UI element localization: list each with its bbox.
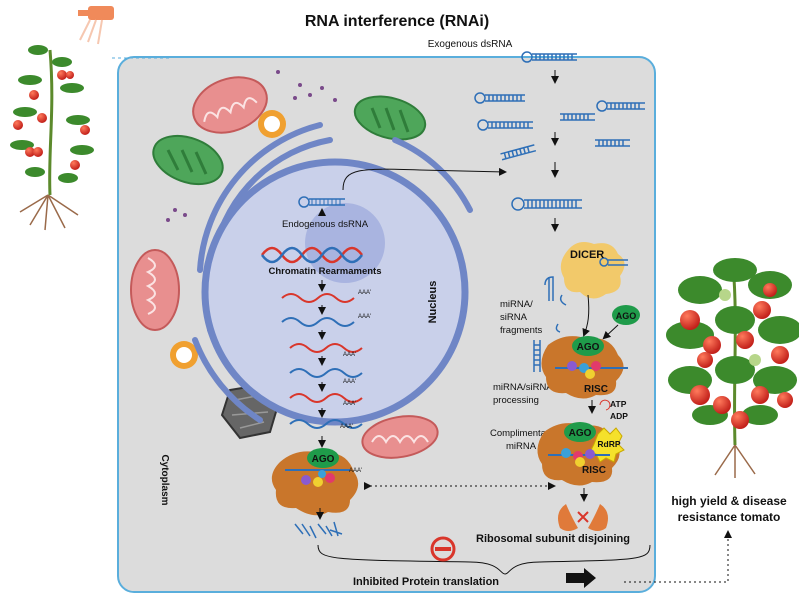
complimentary-label-line2: miRNA [506,441,537,452]
dicer-label: DICER [570,249,604,261]
tomato-plant-resistant-icon [666,258,799,478]
processing-label-line2: processing [493,395,539,406]
degraded-mrna-icon [294,521,343,539]
chromatin-label: Chromatin Rearmaments [269,266,382,277]
svg-text:AAA': AAA' [358,290,371,296]
complimentary-label-line1: Complimentary [490,428,554,439]
fragments-label-line1: miRNA/ [500,299,533,310]
diagram-title: RNA interference (RNAi) [305,13,489,30]
cytoplasm-label: Cytoplasm [159,454,170,505]
summary-bracket [317,544,651,575]
ago-protein-free: AGO [612,305,640,325]
risc-mrna-complex: AAA' AGO [271,448,362,516]
svg-text:AGO: AGO [616,311,637,321]
sirna-fragments [544,276,567,333]
fragments-label-line3: fragments [500,325,542,336]
processing-strand [533,340,541,372]
nucleus-label: Nucleus [427,281,439,324]
svg-text:RISC: RISC [582,465,606,476]
svg-text:AAA': AAA' [343,352,356,358]
mitochondrion-icon [192,76,268,134]
inhibited-label: Inhibited Protein translation [353,576,499,588]
atp-label: ATP [610,399,627,409]
risc-complex: AGO RISC [541,336,628,399]
ribosome-subunit-icon [558,504,608,531]
svg-text:AAA': AAA' [340,424,353,430]
chloroplast-icon [353,95,427,141]
mitochondrion-icon [361,415,439,459]
chloroplast-icon [152,134,224,186]
fragments-label-line2: siRNA [500,312,528,323]
endogenous-dsrna-label: Endogenous dsRNA [282,219,369,230]
nucleolus [305,203,385,283]
prohibition-icon [430,536,456,562]
endogenous-dsrna-hairpin [298,196,345,208]
result-arrow-icon [566,568,596,588]
dna-helix-icon [260,246,364,264]
exogenous-dsrna-hairpins [474,51,645,211]
svg-text:AGO: AGO [312,454,335,465]
svg-text:AAA': AAA' [358,314,371,320]
svg-text:AGO: AGO [569,428,592,439]
vesicle-icon [170,110,286,369]
nucleus [201,158,469,426]
svg-text:AGO: AGO [577,342,600,353]
exogenous-dsrna-label: Exogenous dsRNA [428,39,513,50]
svg-text:RISC: RISC [584,384,608,395]
svg-text:AAA': AAA' [343,379,356,385]
processing-label-line1: miRNA/siRNA [493,382,553,393]
outcome-label-line1: high yield & disease [671,494,787,508]
svg-text:AAA': AAA' [349,468,362,474]
risc-complex-rdrp: RdRP AGO RISC [537,422,625,486]
mitochondrion-icon [130,249,180,331]
adp-label: ADP [610,411,628,421]
ribosome-dots [166,70,337,222]
mrna-ladder: AAA' AAA' AAA' AAA' AAA' AAA' [281,280,371,448]
dicer-enzyme [560,242,628,299]
svg-text:AAA': AAA' [343,401,356,407]
tomato-plant-young-icon [10,6,114,231]
outcome-label-line2: resistance tomato [678,510,781,524]
export-arrow [342,167,507,191]
ribosomal-label: Ribosomal subunit disjoining [476,533,630,545]
svg-text:RdRP: RdRP [597,439,620,449]
